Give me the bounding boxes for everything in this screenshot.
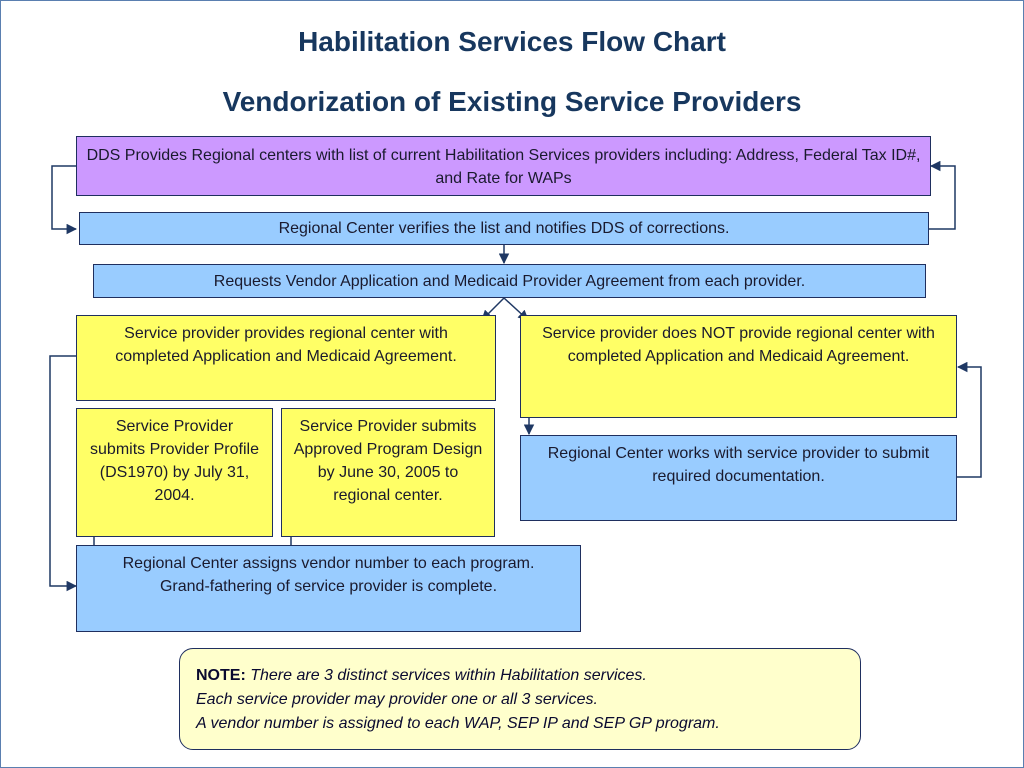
provider-provides-box: Service provider provides regional cente…: [76, 315, 496, 401]
note-text-1: There are 3 distinct services within Hab…: [250, 667, 647, 684]
note-text-3: A vendor number is assigned to each WAP,…: [196, 715, 720, 732]
note-line-3: A vendor number is assigned to each WAP,…: [196, 712, 860, 736]
rc-assigns-vendor-box: Regional Center assigns vendor number to…: [76, 545, 581, 632]
requests-vendor-app-box: Requests Vendor Application and Medicaid…: [93, 264, 926, 298]
submits-program-design-box: Service Provider submits Approved Progra…: [281, 408, 495, 537]
rc-verifies-box: Regional Center verifies the list and no…: [79, 212, 929, 245]
rc-works-with-box: Regional Center works with service provi…: [520, 435, 957, 521]
submits-profile-box: Service Provider submits Provider Profil…: [76, 408, 273, 537]
note-line-2: Each service provider may provider one o…: [196, 688, 860, 712]
note-label: NOTE:: [196, 667, 246, 684]
note-line-1: NOTE: There are 3 distinct services with…: [196, 664, 860, 688]
provider-not-provide-box: Service provider does NOT provide region…: [520, 315, 957, 418]
chart-subtitle: Vendorization of Existing Service Provid…: [222, 86, 802, 117]
note-box: NOTE: There are 3 distinct services with…: [179, 648, 861, 750]
note-text-2: Each service provider may provider one o…: [196, 691, 598, 708]
chart-title: Habilitation Services Flow Chart: [298, 26, 726, 57]
dds-provides-box: DDS Provides Regional centers with list …: [76, 136, 931, 196]
